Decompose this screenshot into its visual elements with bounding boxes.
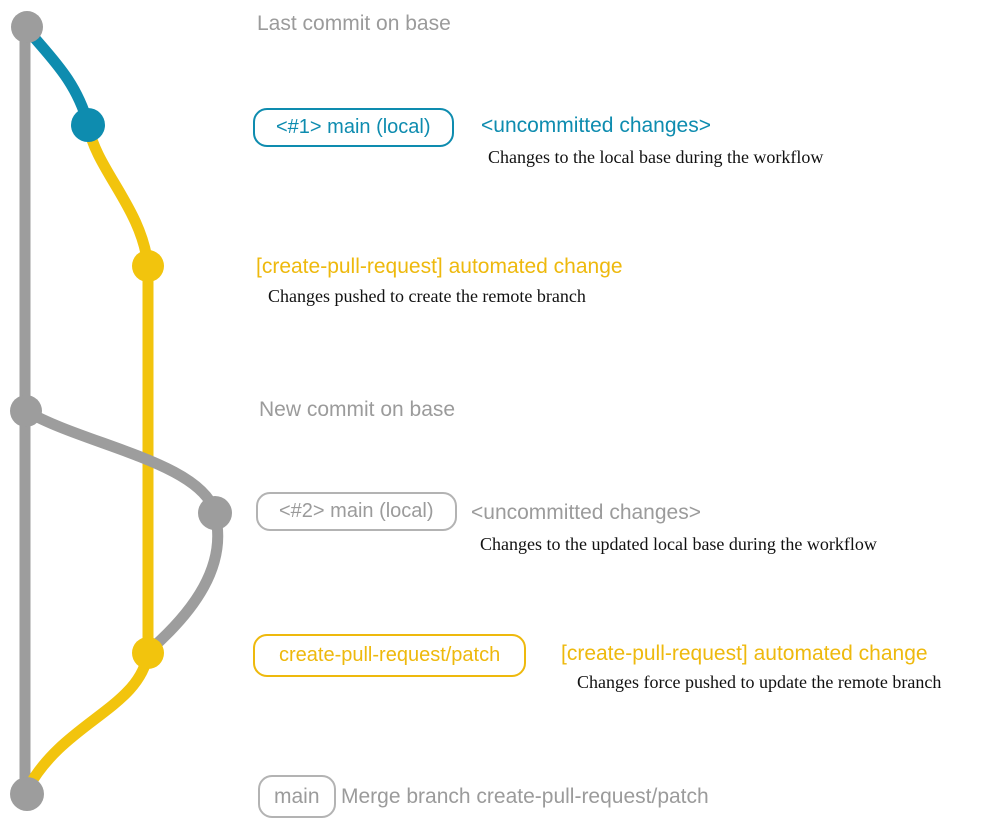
commit-node-merge <box>10 777 44 811</box>
branch-badge-create-pull-request-patch: create-pull-request/patch <box>253 634 527 677</box>
commit-node-new-base <box>10 395 42 427</box>
label-new-commit-on-base: New commit on base <box>259 398 456 421</box>
commit-node-last-base <box>11 11 43 43</box>
branch-badge-main-local-2: <#2> main (local) <box>256 492 457 531</box>
commit-node-uncommitted-1 <box>71 108 105 142</box>
branch-line-force-push <box>144 508 224 656</box>
commit-node-automated-1 <box>132 250 164 282</box>
commit-title-merge-branch: Merge branch create-pull-request/patch <box>341 785 709 808</box>
label-last-commit-on-base: Last commit on base <box>257 12 451 35</box>
branch-badge-main-local-1: <#1> main (local) <box>253 108 454 147</box>
branch-line-updated-local <box>20 405 221 518</box>
branch-line-local-main <box>21 23 94 130</box>
git-graph <box>10 11 232 811</box>
commit-node-uncommitted-2 <box>198 496 232 530</box>
desc-local-base-changes-1: Changes to the local base during the wor… <box>488 147 824 167</box>
commit-title-automated-change-1: [create-pull-request] automated change <box>256 255 623 278</box>
desc-local-base-changes-2: Changes to the updated local base during… <box>480 534 877 554</box>
branch-line-merge-to-base <box>22 647 154 794</box>
branch-line-create-pull-request <box>82 119 154 272</box>
note-uncommitted-changes-1: <uncommitted changes> <box>481 114 711 137</box>
note-uncommitted-changes-2: <uncommitted changes> <box>471 501 701 524</box>
branch-badge-main: main <box>258 775 336 818</box>
commit-title-automated-change-2: [create-pull-request] automated change <box>561 642 928 665</box>
desc-pushed-to-create: Changes pushed to create the remote bran… <box>268 286 586 306</box>
commit-node-automated-2 <box>132 637 164 669</box>
desc-force-pushed-to-update: Changes force pushed to update the remot… <box>577 672 942 692</box>
